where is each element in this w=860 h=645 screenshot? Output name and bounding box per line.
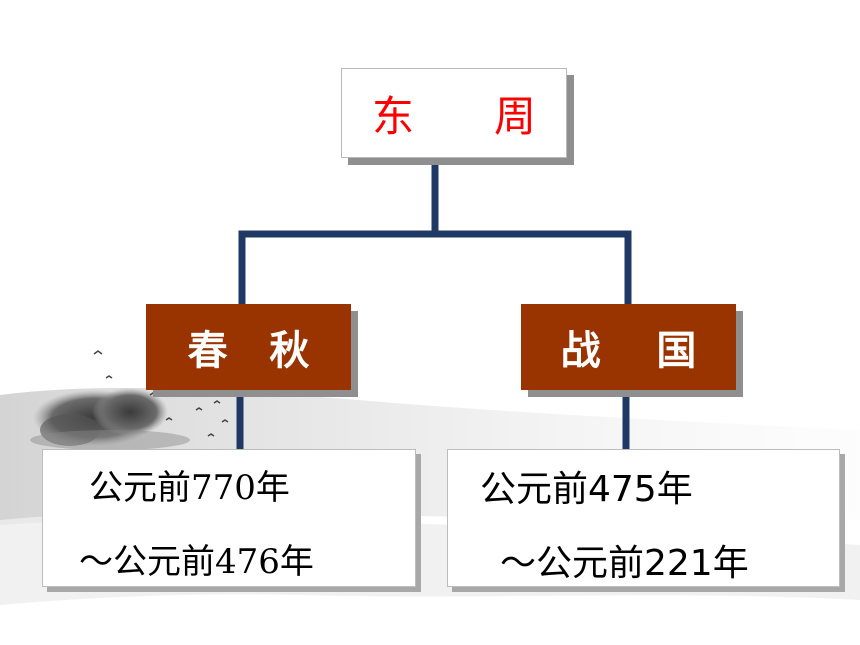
warring-states-label: 战 国 xyxy=(560,328,697,374)
warring-states-end-date: ～公元前221年 xyxy=(500,543,749,584)
spring-autumn-end-date: ～公元前476年 xyxy=(79,542,314,582)
eastern-zhou-box: 东 周 xyxy=(341,68,567,158)
spring-autumn-dates-box: 公元前770年 ～公元前476年 xyxy=(42,449,416,587)
warring-states-box: 战 国 xyxy=(521,304,736,390)
spring-autumn-box: 春 秋 xyxy=(146,304,351,390)
eastern-zhou-label: 东 周 xyxy=(371,91,537,141)
spring-autumn-label: 春 秋 xyxy=(187,328,310,374)
flying-birds xyxy=(93,350,229,437)
spring-autumn-start-date: 公元前770年 xyxy=(89,468,290,508)
connector-lines xyxy=(236,154,632,453)
warring-states-dates-box: 公元前475年 ～公元前221年 xyxy=(447,449,840,587)
warring-states-start-date: 公元前475年 xyxy=(480,469,693,510)
